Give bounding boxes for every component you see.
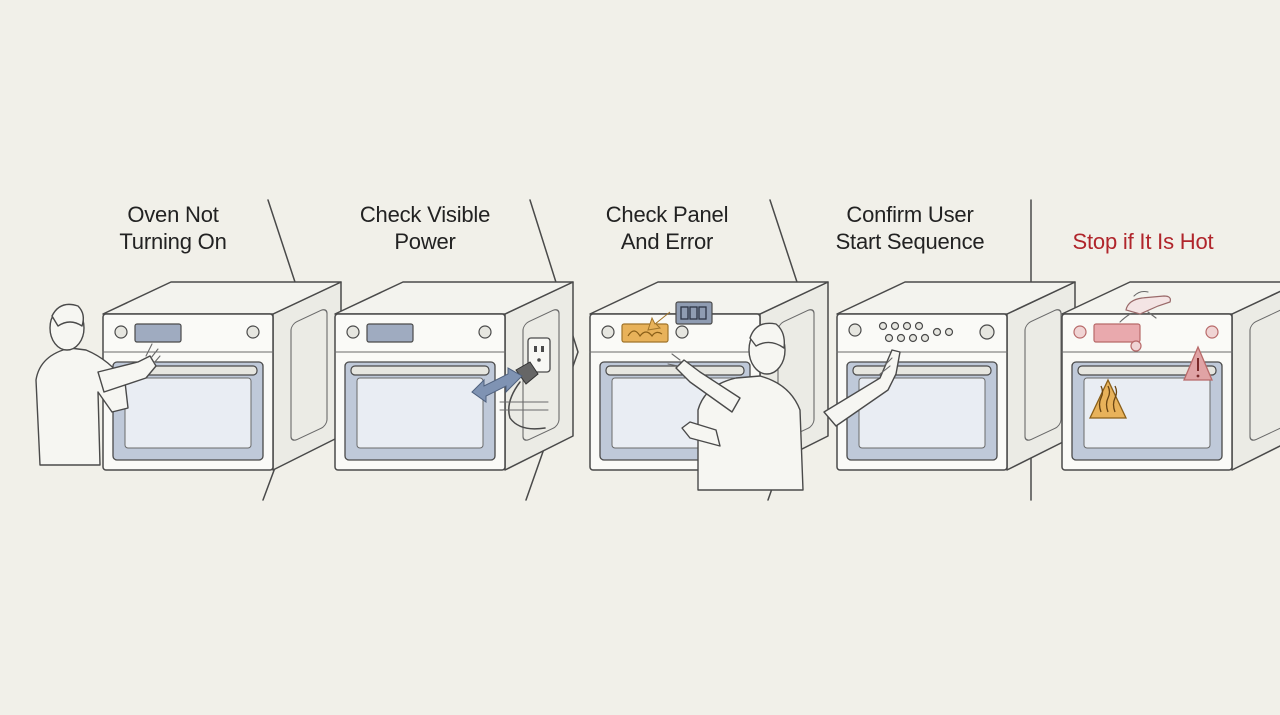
- step-3-title: Check Panel And Error: [552, 201, 782, 255]
- step-5-hot-oven: [1061, 281, 1280, 471]
- step-4-title: Confirm User Start Sequence: [795, 201, 1025, 255]
- step-3-title-line-1: Check Panel: [605, 202, 729, 227]
- step-3-title-line-2: And Error: [620, 229, 714, 254]
- step-1-person: [35, 303, 161, 466]
- step-2-title-line-2: Power: [394, 229, 456, 254]
- step-5-title-line-1: Stop if It Is Hot: [1072, 229, 1214, 254]
- step-1-oven: [102, 281, 342, 471]
- power-plug-icon: [499, 361, 549, 430]
- step-2-oven: [334, 281, 574, 471]
- step-1-title-line-1: Oven Not: [127, 202, 219, 227]
- step-2-title-line-1: Check Visible: [359, 202, 491, 227]
- warning-triangle-icon: [1183, 345, 1213, 381]
- step-4-title-line-1: Confirm User: [846, 202, 974, 227]
- step-1-title: Oven Not Turning On: [58, 201, 288, 255]
- step-2-title: Check Visible Power: [310, 201, 540, 255]
- step-4-hand: [823, 349, 901, 427]
- step-1-title-line-2: Turning On: [119, 229, 227, 254]
- step-4-oven: [836, 281, 1076, 471]
- hand-icon: [1119, 290, 1171, 323]
- connect-arrow-icon: [471, 367, 523, 403]
- step-5-title: Stop if It Is Hot: [1028, 228, 1258, 255]
- power-outlet-icon: [527, 337, 551, 373]
- step-4-title-line-2: Start Sequence: [835, 229, 985, 254]
- digital-display-icon: [647, 301, 713, 331]
- step-3-person: [667, 322, 804, 491]
- hot-surface-icon: [1088, 378, 1128, 419]
